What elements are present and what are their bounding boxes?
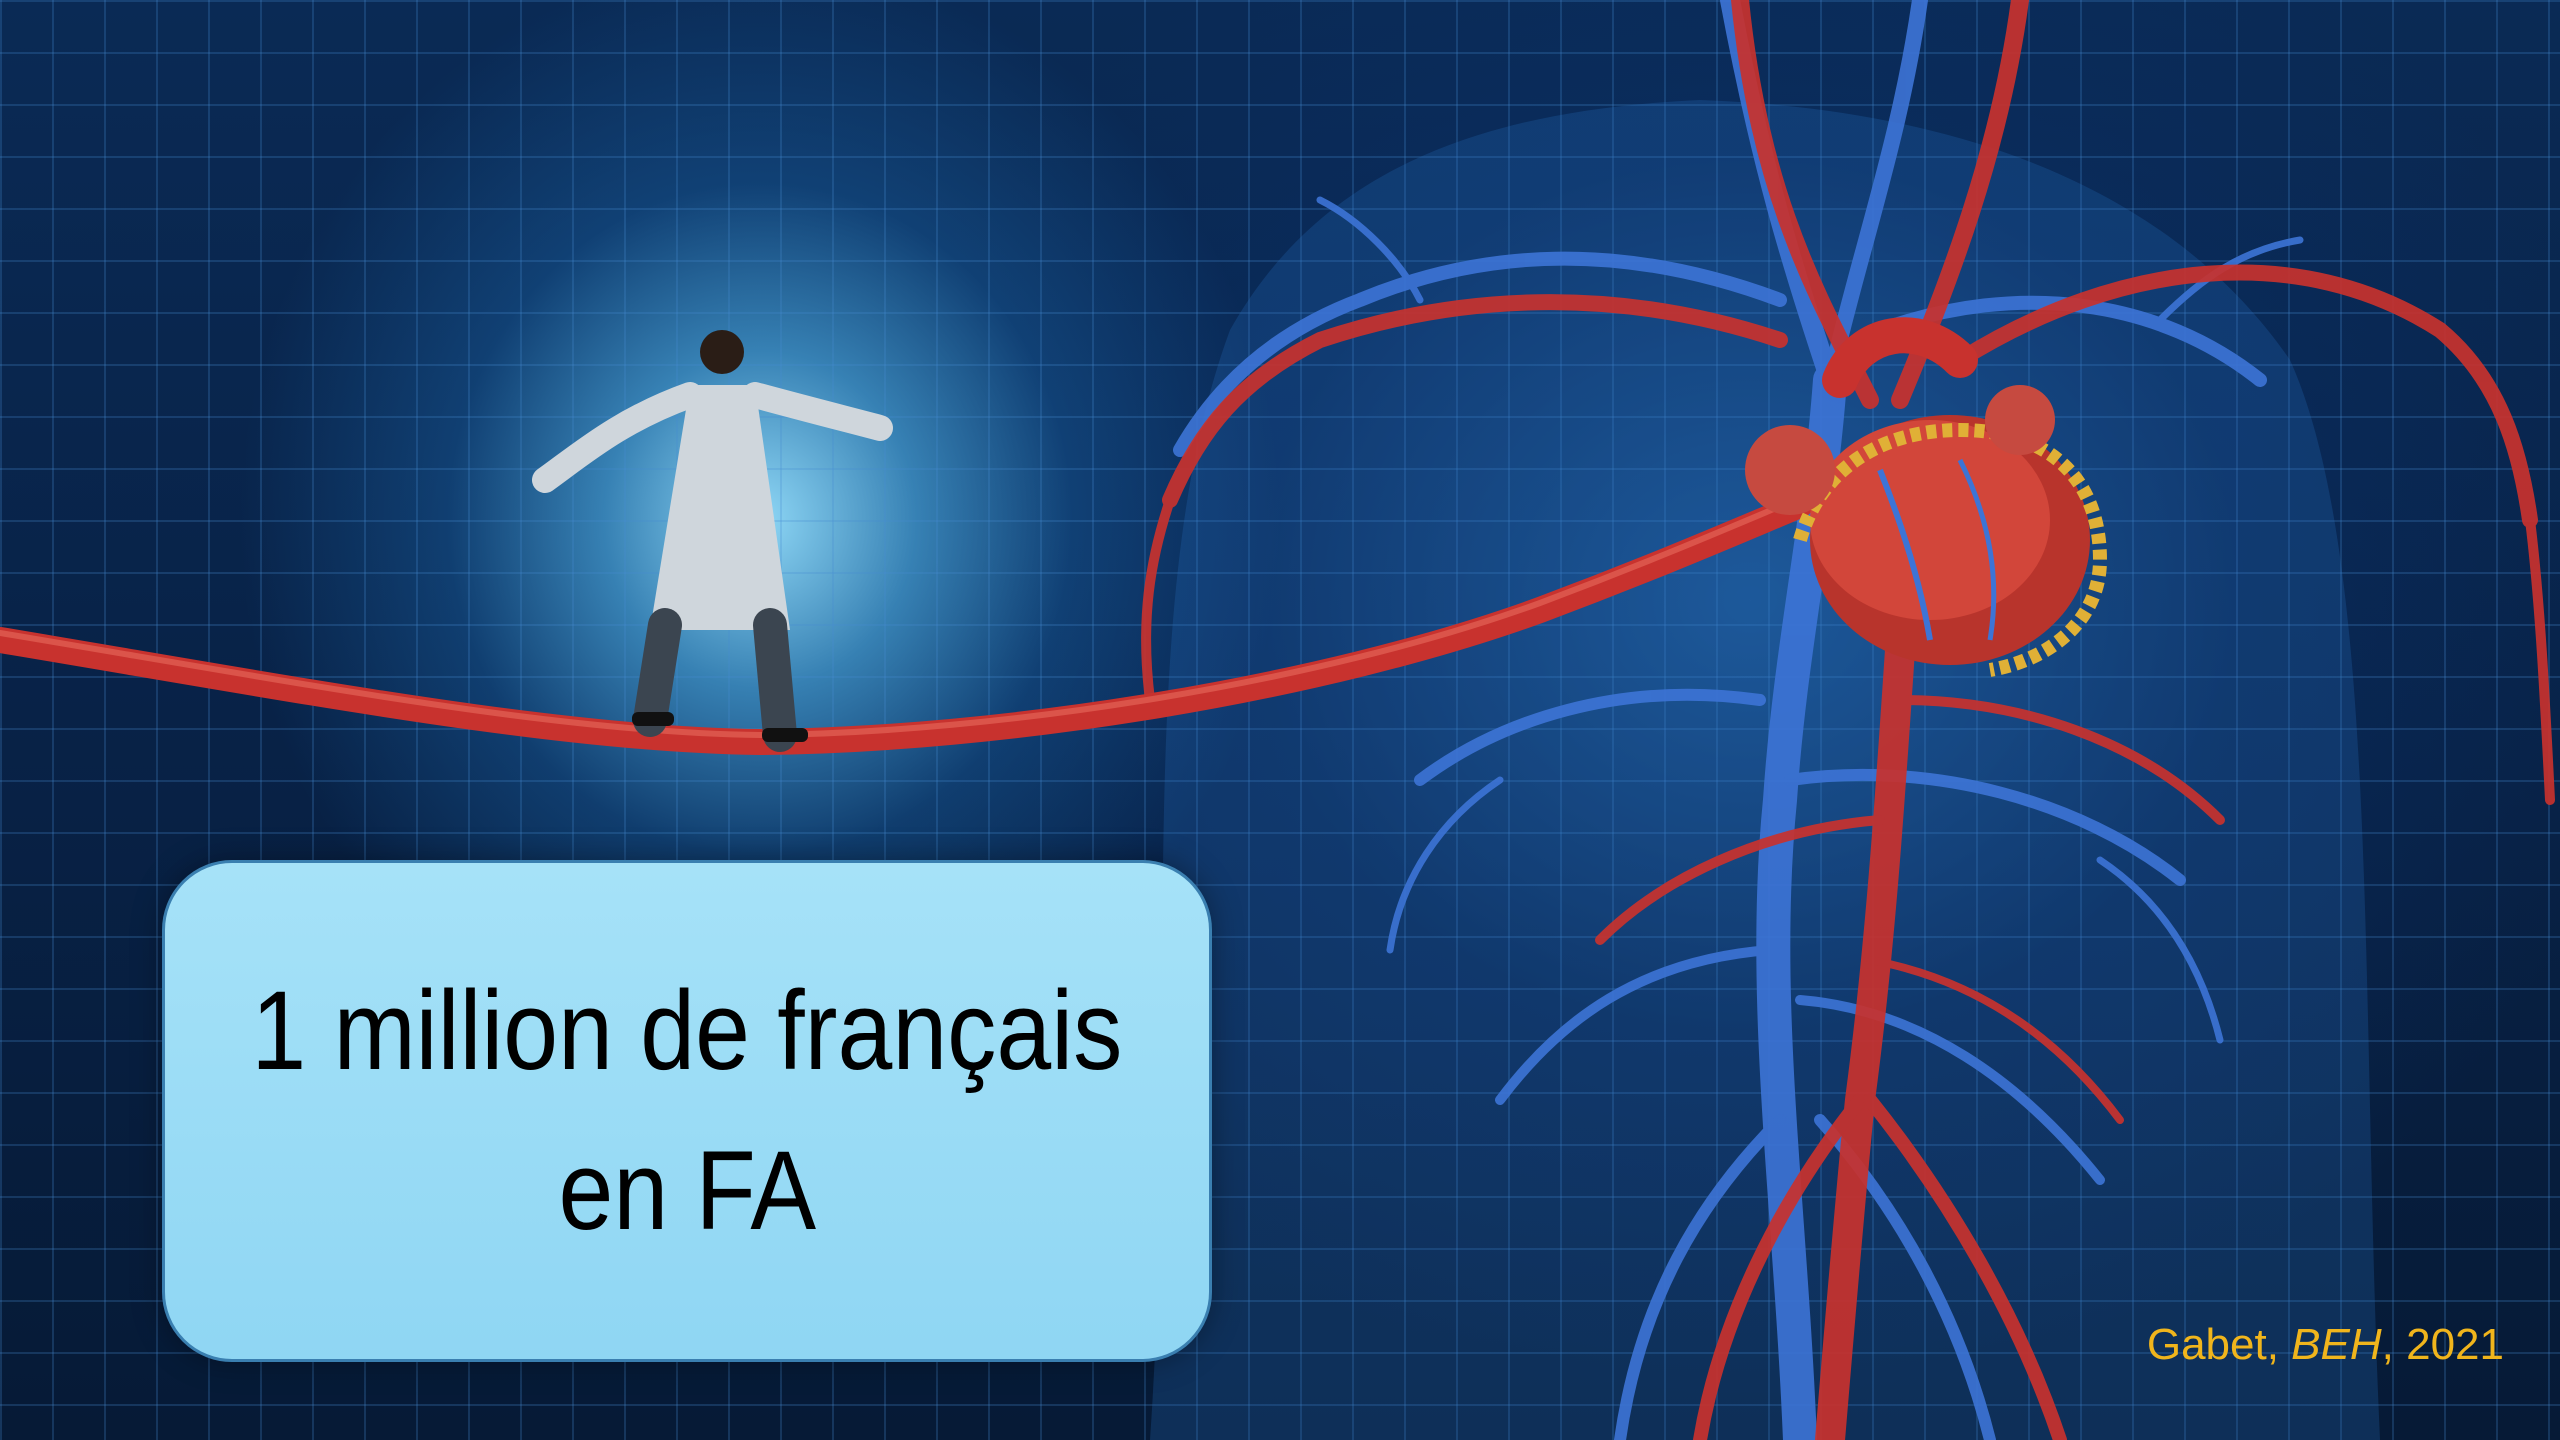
citation: Gabet, BEH, 2021 [2147, 1320, 2504, 1370]
message-line-2: en FA [558, 1128, 816, 1253]
message-line-1: 1 million de français [251, 968, 1123, 1093]
citation-author: Gabet, [2146, 1320, 2292, 1369]
message-box: 1 million de français en FA [162, 860, 1212, 1362]
doctor-figure [532, 330, 893, 752]
torso-silhouette [1150, 100, 2380, 1440]
artery-tightrope [0, 492, 1813, 756]
citation-journal: BEH [2291, 1320, 2382, 1369]
citation-year: , 2021 [2381, 1320, 2504, 1369]
heart-illustration [1745, 317, 2108, 677]
